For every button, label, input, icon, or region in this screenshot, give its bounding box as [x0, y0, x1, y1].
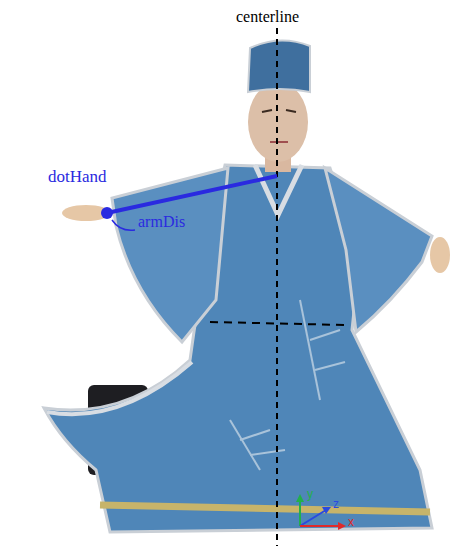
axis-label: z	[333, 498, 339, 511]
axis-label: y	[307, 488, 313, 501]
right-sleeve	[325, 168, 432, 332]
horizontal-dash	[210, 322, 346, 325]
x-arrow	[338, 522, 346, 530]
arm-distance-line	[107, 176, 277, 213]
robe	[44, 165, 432, 532]
collar	[255, 165, 302, 215]
left-sleeve	[112, 168, 228, 342]
hand-dot	[101, 207, 113, 219]
hand-label: dotHand	[48, 168, 107, 187]
armdis-bracket	[112, 220, 135, 230]
axis-label: x	[348, 516, 354, 529]
robe-trim	[100, 505, 430, 512]
distance-label: armDis	[138, 213, 185, 231]
z-arrow	[322, 507, 331, 514]
x-axis	[300, 525, 340, 527]
y-arrow	[296, 494, 304, 502]
centerline-label: centerline	[236, 8, 299, 26]
y-axis	[299, 498, 301, 526]
eyes	[262, 110, 296, 112]
z-axis	[300, 510, 326, 526]
robe-hem	[47, 362, 192, 414]
right-hand	[430, 237, 450, 273]
mouth	[270, 141, 288, 143]
hat	[248, 40, 310, 92]
centerline-dash	[276, 28, 278, 546]
